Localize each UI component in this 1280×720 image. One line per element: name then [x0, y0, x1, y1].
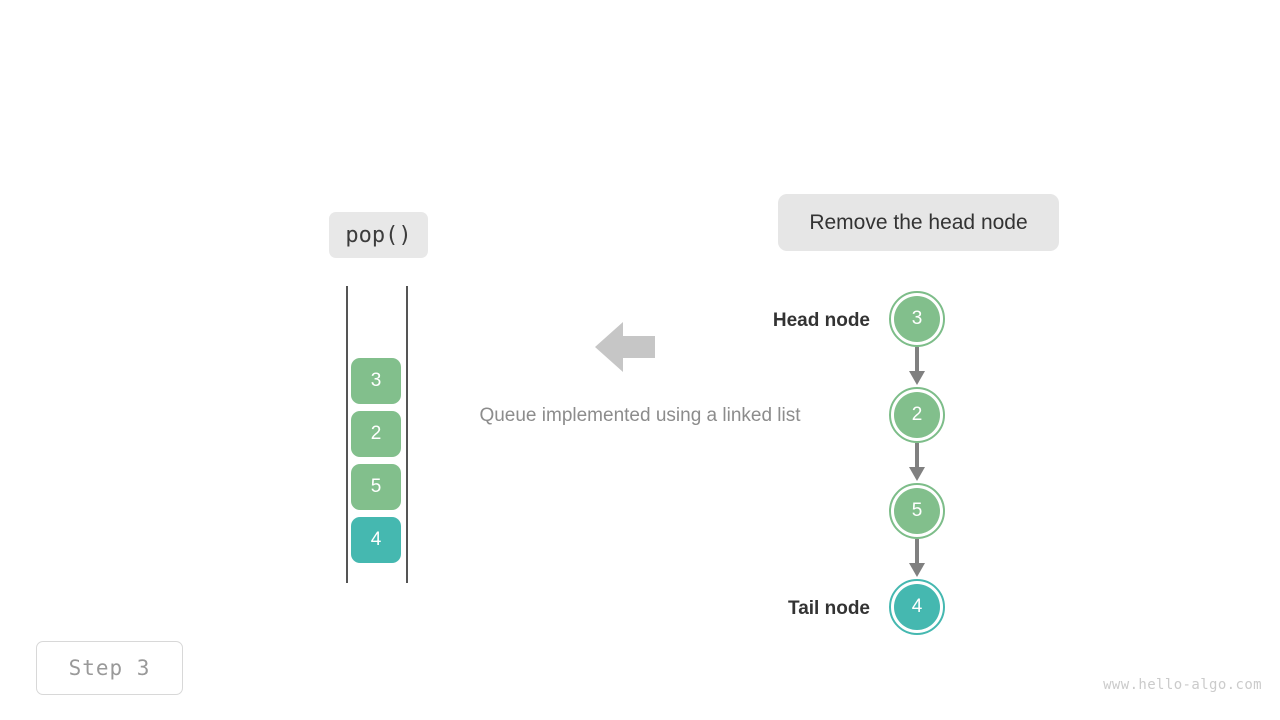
- step-badge: Step 3: [36, 641, 183, 695]
- list-node-circle: 2: [894, 392, 940, 438]
- list-node-value: 5: [911, 500, 923, 521]
- diagram-caption: Queue implemented using a linked list: [479, 405, 801, 426]
- stack-cell-value: 2: [370, 423, 382, 444]
- head-node-label: Head node: [772, 310, 870, 331]
- stack-cell: 5: [351, 464, 401, 510]
- watermark: www.hello-algo.com: [1103, 677, 1262, 693]
- operation-label: pop(): [329, 212, 428, 258]
- list-node: 2: [889, 387, 945, 443]
- linked-list: 3 2 5 4: [889, 291, 951, 641]
- left-arrow-icon: [595, 320, 655, 374]
- list-node: 5: [889, 483, 945, 539]
- list-node-circle: 5: [894, 488, 940, 534]
- list-node-circle: 3: [894, 296, 940, 342]
- list-node: 4: [889, 579, 945, 635]
- link-arrow-icon: [905, 347, 929, 387]
- stack-cell-value: 5: [370, 476, 382, 497]
- stack-cell: 2: [351, 411, 401, 457]
- stack-cell-value: 3: [370, 370, 382, 391]
- stack-cell-value: 4: [370, 529, 382, 550]
- column-rail-right: [406, 286, 408, 583]
- list-node-circle: 4: [894, 584, 940, 630]
- description-chip: Remove the head node: [778, 194, 1059, 251]
- column-rail-left: [346, 286, 348, 583]
- tail-node-label: Tail node: [788, 598, 870, 619]
- link-arrow-icon: [905, 539, 929, 579]
- list-node: 3: [889, 291, 945, 347]
- link-arrow-icon: [905, 443, 929, 483]
- stack-column: 3 2 5 4: [346, 286, 408, 583]
- list-node-value: 3: [911, 308, 923, 329]
- stack-cell: 4: [351, 517, 401, 563]
- list-node-value: 4: [911, 596, 923, 617]
- stack-cell: 3: [351, 358, 401, 404]
- list-node-value: 2: [911, 404, 923, 425]
